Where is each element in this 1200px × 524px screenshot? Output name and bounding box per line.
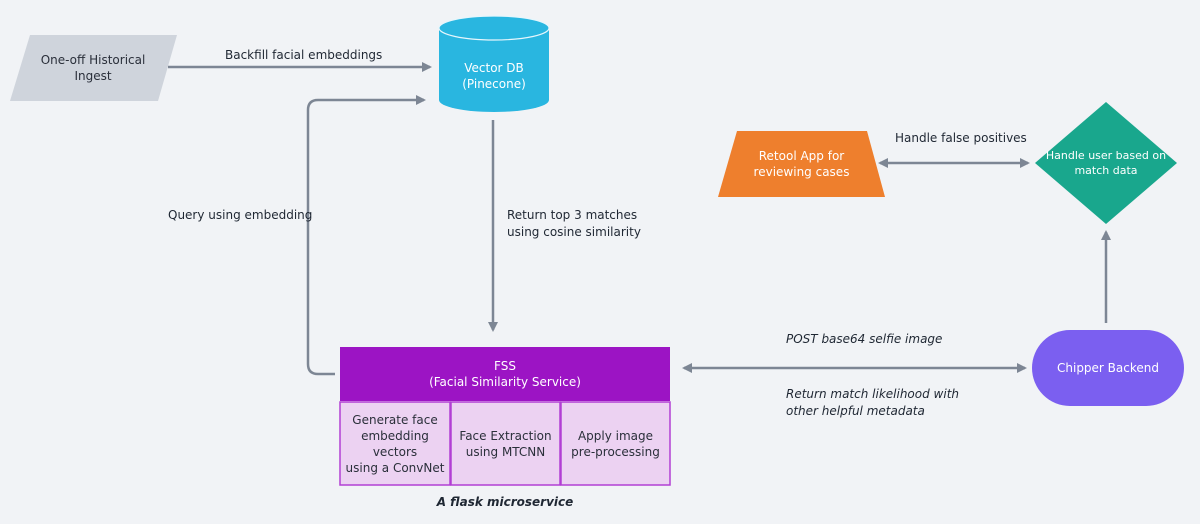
fss-cell-preprocessing (560, 401, 671, 486)
fss-cell-extraction (450, 401, 561, 486)
historical-ingest-label: One-off Historical Ingest (18, 35, 168, 101)
fss-caption: A flask microservice (436, 495, 574, 509)
fss-title: FSS (494, 359, 516, 373)
fss-cell-preprocessing-line1: Apply image (577, 429, 654, 443)
retool-app-line1: Retool App for (758, 149, 845, 163)
handle-user-line2: match data (1074, 164, 1138, 177)
historical-ingest-line2: Ingest (74, 69, 112, 83)
vector-db-line2: (Pinecone) (462, 77, 526, 91)
fss-header (340, 347, 670, 401)
edge-label-false-positives: Handle false positives (895, 131, 1027, 145)
edge-label-return-top-1: Return top 3 matches (507, 208, 638, 222)
retool-app-label: Retool App for reviewing cases (720, 131, 883, 197)
chipper-backend-text: Chipper Backend (1057, 361, 1159, 375)
handle-user-diamond (1035, 102, 1177, 224)
historical-ingest-line1: One-off Historical (40, 53, 146, 67)
fss-cell-preprocessing-text: Apply image pre-processing (561, 402, 670, 485)
edge-label-return-top-2: using cosine similarity (507, 225, 641, 239)
fss-cell-extraction-text: Face Extraction using MTCNN (451, 402, 560, 485)
arrow-query (306, 95, 426, 376)
edge-label-post-selfie: POST base64 selfie image (786, 332, 943, 346)
fss-cell-embedding-text: Generate face embedding vectors using a … (340, 402, 450, 485)
handle-user-label: Handle user based on match data (1036, 143, 1176, 183)
fss-cell-extraction-line1: Face Extraction (459, 429, 552, 443)
retool-app-shape (718, 131, 885, 197)
edge-label-backfill: Backfill facial embeddings (225, 48, 383, 62)
fss-cell-embedding-line1: Generate face (352, 412, 438, 427)
vector-db-line1: Vector DB (464, 61, 524, 75)
handle-user-line1: Handle user based on (1045, 149, 1167, 162)
fss-cell-embedding-line3: vectors (372, 444, 418, 459)
fss-cell-embedding-line4: using a ConvNet (345, 460, 445, 475)
edge-label-return-likelihood-1: Return match likelihood with (786, 387, 959, 401)
vector-db-label: Vector DB (Pinecone) (439, 56, 549, 96)
edge-label-query: Query using embedding (168, 208, 313, 222)
fss-cell-embedding-line2: embedding (361, 428, 429, 443)
edge-label-return-likelihood-2: other helpful metadata (786, 404, 925, 418)
historical-ingest-shape (10, 35, 177, 101)
chipper-backend-shape (1032, 330, 1184, 406)
fss-cell-extraction-line2: using MTCNN (465, 445, 546, 459)
chipper-backend-label: Chipper Backend (1032, 330, 1184, 406)
fss-subtitle: (Facial Similarity Service) (429, 375, 581, 389)
retool-app-line2: reviewing cases (753, 165, 850, 179)
vector-db-cylinder (438, 15, 550, 112)
fss-cell-preprocessing-line2: pre-processing (571, 445, 660, 459)
fss-title-block: FSS (Facial Similarity Service) (340, 347, 670, 401)
fss-cell-embedding (339, 401, 451, 486)
